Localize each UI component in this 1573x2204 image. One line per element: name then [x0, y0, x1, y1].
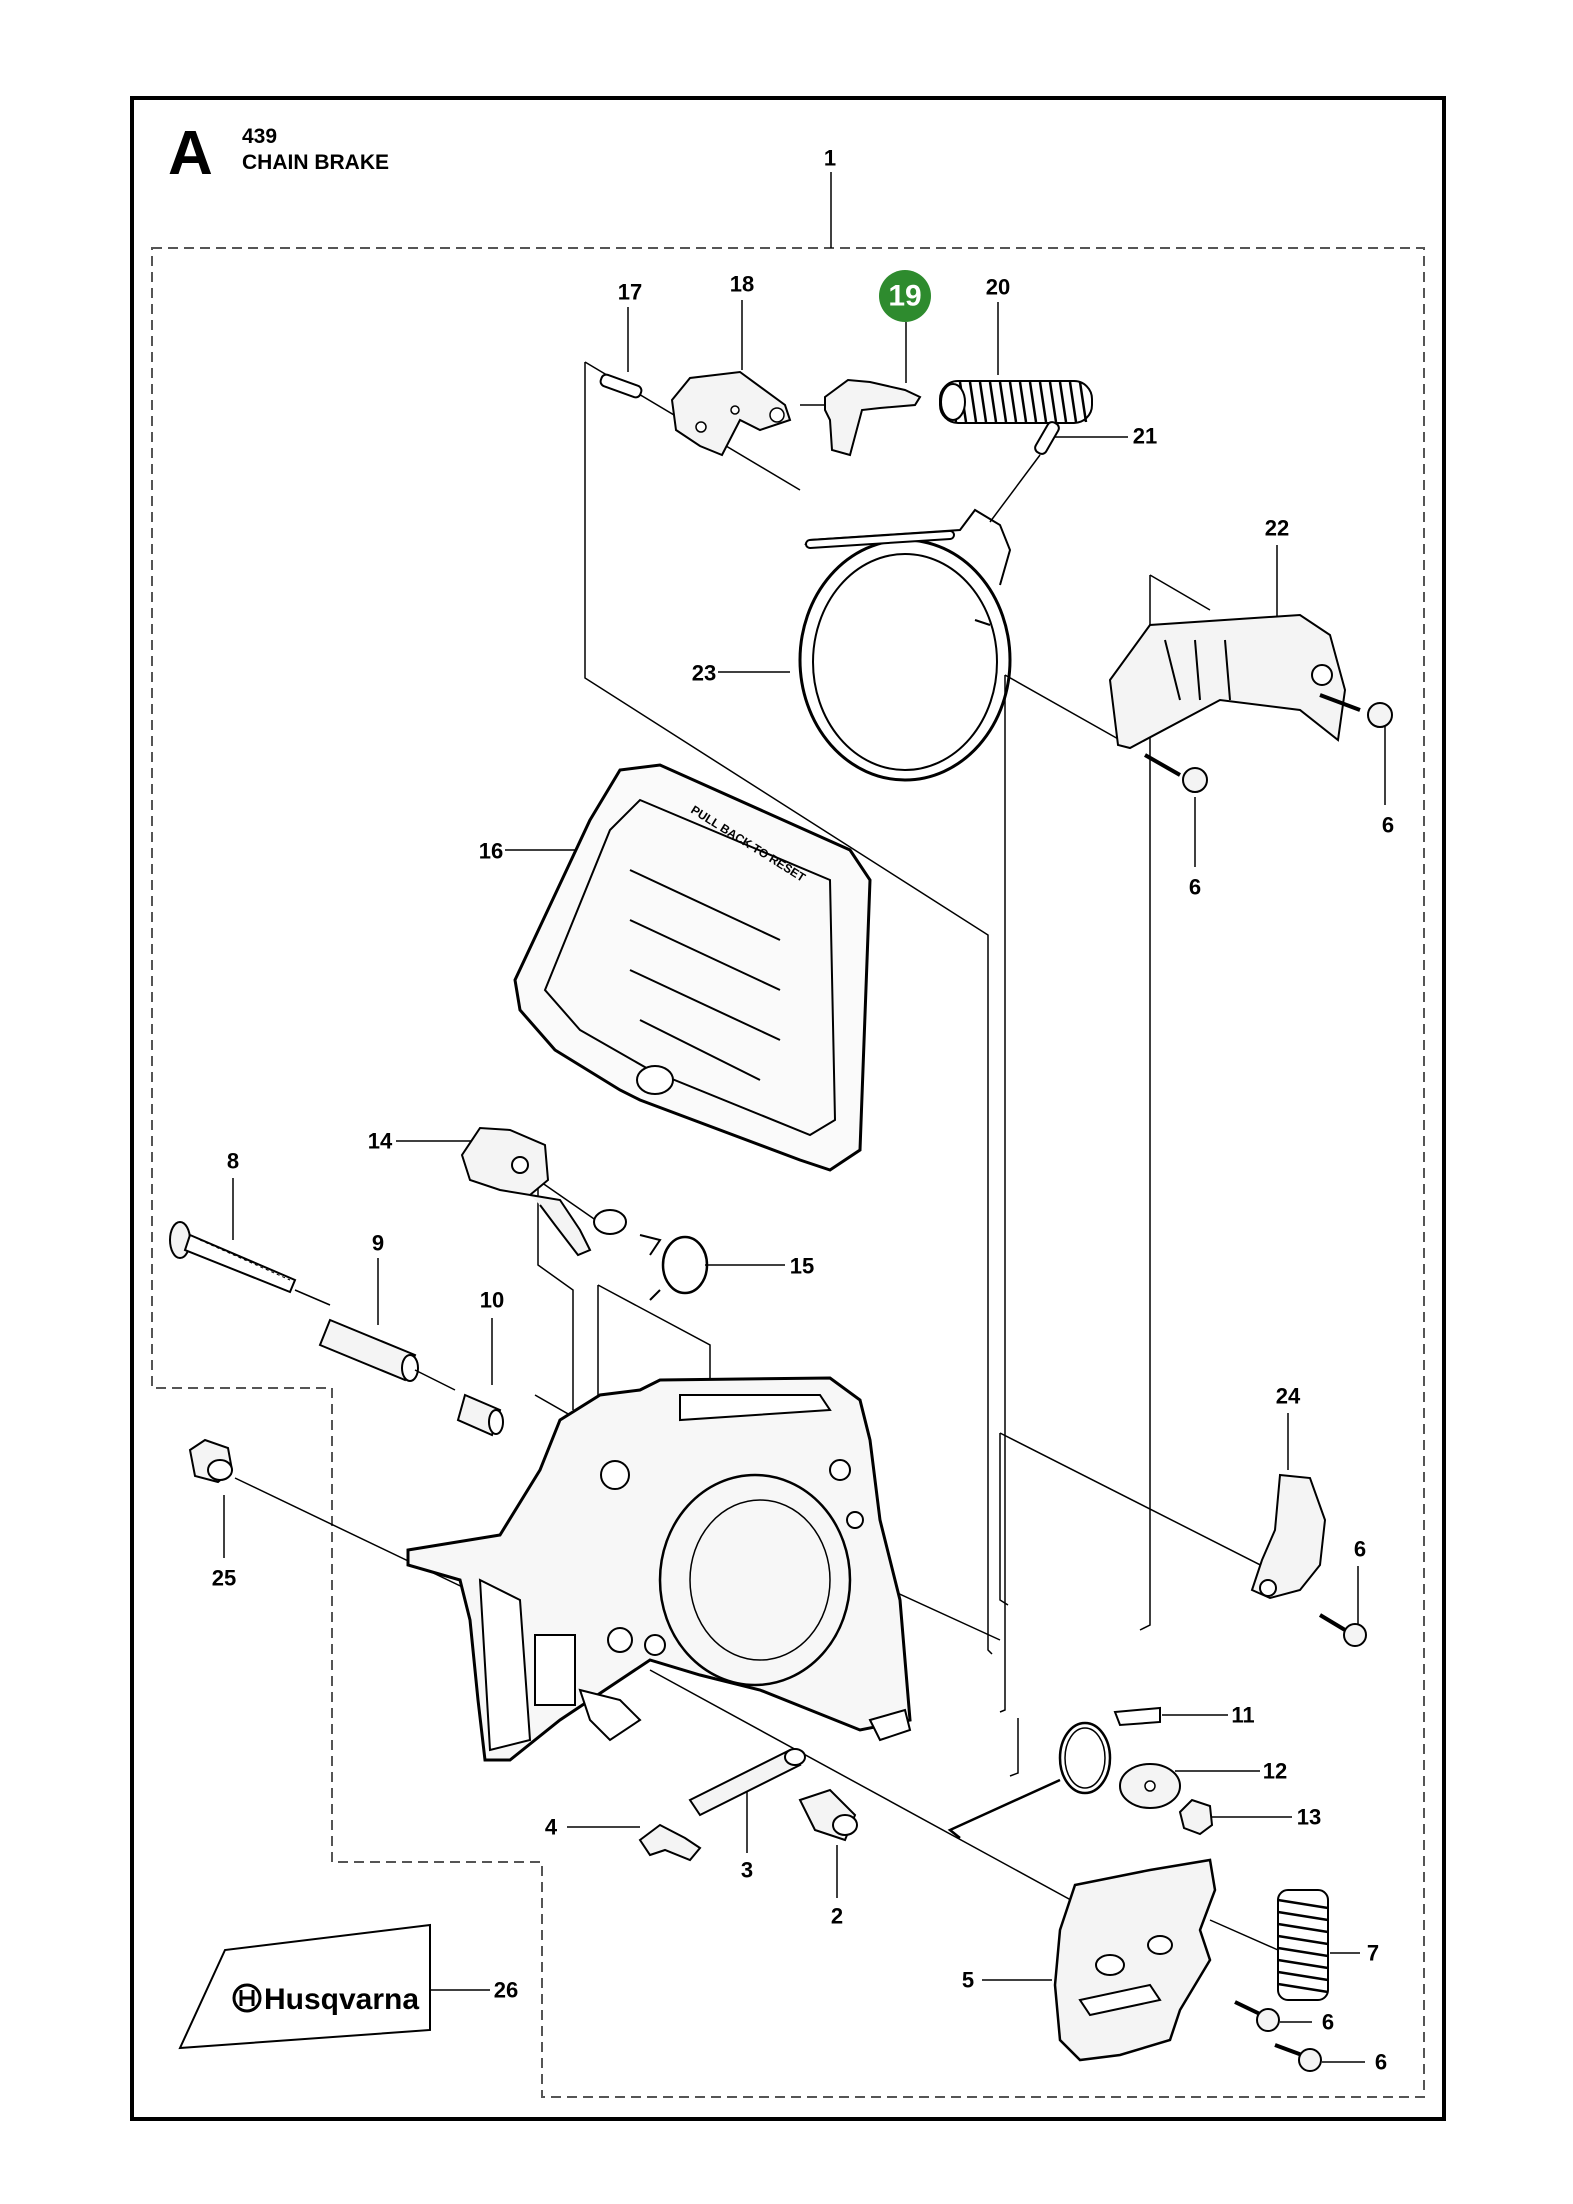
part-7-spring — [1209, 1889, 1360, 2001]
callout-c1: 1 — [824, 146, 836, 171]
callout-c6e: 6 — [1375, 2050, 1387, 2075]
section-letter: A — [168, 119, 213, 188]
chain-brake-housing — [406, 1376, 912, 1762]
callout-c4: 4 — [545, 1815, 558, 1840]
part-10-bushing — [456, 1318, 504, 1437]
callout-c3: 3 — [741, 1858, 753, 1883]
assembly-dashed-outline — [151, 247, 1425, 2098]
callout-c5: 5 — [962, 1968, 974, 1993]
callout-c25: 25 — [212, 1566, 236, 1591]
callout-c13: 13 — [1297, 1805, 1321, 1830]
part-8-bolt — [169, 1178, 331, 1306]
callout-c19-highlight — [879, 270, 931, 322]
callout-c6b: 6 — [1189, 875, 1201, 900]
part-5-plate — [982, 1858, 1217, 2062]
screw-6b — [1144, 753, 1208, 867]
part-14-arm — [396, 1126, 627, 1257]
screw-6c — [1318, 1566, 1367, 1647]
part-9-sleeve — [318, 1258, 456, 1391]
screw-6e — [1274, 2043, 1365, 2072]
callout-c2: 2 — [831, 1904, 843, 1929]
part-20-spring — [939, 302, 1093, 424]
callout-c6c: 6 — [1354, 1537, 1366, 1562]
part-25-nut — [188, 1438, 501, 1606]
reference-lines — [534, 361, 1291, 1910]
section-title: CHAIN BRAKE — [242, 151, 389, 174]
part-4-block — [567, 1823, 702, 1862]
callout-c8: 8 — [227, 1149, 239, 1174]
callout-c23: 23 — [692, 661, 716, 686]
part-21-pin — [989, 421, 1128, 523]
part-13-nut — [1178, 1798, 1292, 1836]
callout-c11: 11 — [1231, 1703, 1254, 1728]
part-19-latch — [800, 322, 922, 457]
callout-c6a: 6 — [1382, 813, 1394, 838]
part-11-spring — [947, 1706, 1228, 1839]
logo-text: Husqvarna — [264, 1983, 419, 2016]
callout-c14: 14 — [368, 1129, 393, 1154]
callout-c17: 17 — [618, 280, 642, 305]
part-17-pin — [599, 307, 643, 399]
callout-c15: 15 — [790, 1254, 814, 1279]
callout-c20: 20 — [986, 275, 1010, 300]
part-23-brake-band — [718, 508, 1012, 782]
part-16-hand-guard — [505, 763, 872, 1172]
part-26-decal: Husqvarna — [178, 1923, 490, 2050]
callout-c7: 7 — [1367, 1941, 1379, 1966]
callout-c24: 24 — [1276, 1384, 1301, 1409]
part-24-trigger — [1250, 1413, 1327, 1600]
part-22-cover — [1108, 545, 1347, 750]
callout-c6d: 6 — [1322, 2010, 1334, 2035]
callout-c19: 19 — [888, 280, 921, 313]
callout-c18: 18 — [730, 272, 754, 297]
part-12-washer — [1119, 1763, 1260, 1809]
model-number: 439 — [242, 125, 278, 148]
page-border — [130, 96, 1446, 2121]
callout-c22: 22 — [1265, 516, 1289, 541]
part-18-lever — [670, 300, 792, 457]
husqvarna-logo-icon: Husqvarna — [232, 1983, 419, 2016]
part-3-shaft — [688, 1748, 806, 1853]
screw-6a — [1319, 693, 1393, 805]
callout-c9: 9 — [372, 1231, 384, 1256]
callout-c26: 26 — [494, 1978, 518, 2003]
callout-c10: 10 — [480, 1288, 504, 1313]
callout-c21: 21 — [1133, 424, 1157, 449]
part-15-spring — [639, 1234, 785, 1301]
screw-6d — [1234, 2000, 1312, 2032]
part-2-bushing — [798, 1788, 858, 1898]
callout-c16: 16 — [479, 839, 503, 864]
callout-c12: 12 — [1263, 1759, 1287, 1784]
